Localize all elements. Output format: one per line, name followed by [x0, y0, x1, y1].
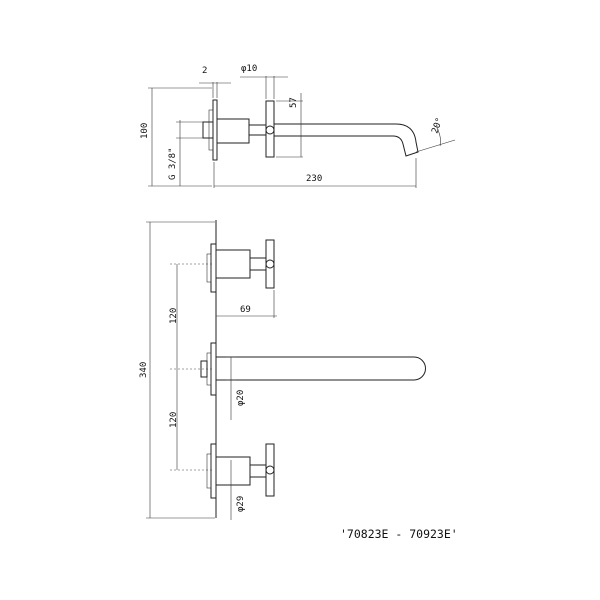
connection-nipple	[202, 121, 214, 139]
side-view: 2 φ10 57 20° 100 G 3/8" 230	[140, 64, 456, 188]
front-spout	[200, 342, 426, 396]
handle-side	[265, 100, 275, 158]
dim-spout-angle: 20°	[430, 116, 445, 135]
dim-total-height-front: 340	[139, 362, 149, 378]
wall-plate	[212, 99, 218, 161]
dim-total-height-side: 100	[140, 123, 150, 139]
valve-body	[216, 118, 250, 144]
product-codes: '70823E - 70923E'	[340, 527, 458, 541]
dim-handle-projection: 69	[240, 305, 251, 315]
front-view: 340 120 120 69 φ20 φ29	[139, 220, 426, 520]
lower-valve	[206, 443, 275, 499]
upper-valve	[206, 239, 275, 293]
dim-plate-thickness: 2	[202, 66, 207, 76]
spout	[274, 123, 419, 157]
handle-hub	[265, 125, 275, 135]
dim-rosette-diameter: φ29	[236, 496, 246, 512]
dim-handle-height: 57	[289, 97, 299, 108]
dim-thread: G 3/8"	[168, 147, 178, 180]
dim-spout-length: 230	[306, 174, 322, 184]
dim-spacing-upper: 120	[169, 308, 179, 324]
dim-spout-diameter-front: φ20	[236, 390, 246, 406]
wall-plate-inner	[208, 109, 214, 151]
upper-handle	[265, 239, 275, 289]
spout-front	[216, 356, 426, 381]
dim-spout-diameter-side: φ10	[241, 64, 257, 74]
lower-handle	[265, 443, 275, 497]
dim-spacing-lower: 120	[169, 412, 179, 428]
